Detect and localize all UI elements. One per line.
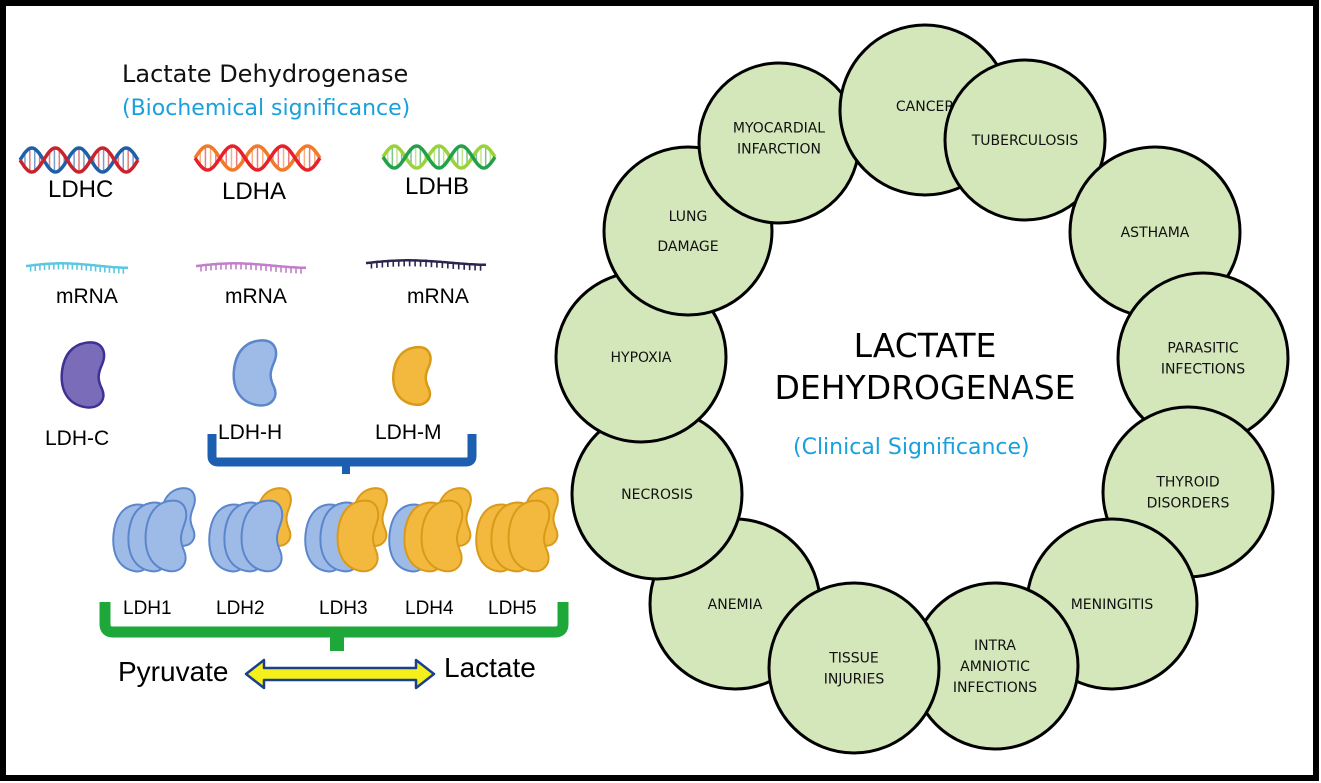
condition-tissue-injuries: TISSUE INJURIES (767, 581, 941, 755)
condition-label: DAMAGE (657, 239, 718, 255)
condition-label: LUNG (669, 209, 708, 225)
protein-subunit-icon (392, 345, 432, 407)
subunit-label-ldh-c: LDH-C (45, 427, 110, 450)
condition-label: TISSUE (828, 651, 879, 667)
isoenzyme-label-ldh4: LDH4 (405, 598, 454, 619)
left-title: Lactate Dehydrogenase (122, 60, 409, 88)
isoenzyme-ldh5 (475, 487, 559, 573)
condition-label: INTRA (974, 638, 1016, 654)
mrna-label: mRNA (56, 285, 118, 308)
subunit-label-ldh-m: LDH-M (375, 421, 442, 444)
mrna-label: mRNA (407, 285, 469, 308)
mrna-strand-icon (365, 259, 486, 271)
condition-circle (943, 58, 1107, 222)
isoenzyme-ldh1 (112, 487, 196, 573)
condition-label: MYOCARDIAL (733, 121, 825, 137)
reaction-product-lactate: Lactate (444, 652, 536, 683)
subunit-label-ldh-h: LDH-H (218, 421, 283, 444)
isoenzyme-label-ldh1: LDH1 (123, 598, 172, 619)
condition-label: INFECTIONS (1161, 362, 1245, 378)
m-subunit-icon (507, 499, 551, 573)
condition-label: THYROID (1155, 475, 1219, 491)
center-title: LACTATE DEHYDROGENASE (760, 325, 1090, 409)
condition-myocardial-infarction: MYOCARDIAL INFARCTION (697, 61, 861, 225)
dna-helix-icon (381, 144, 497, 170)
condition-label: TUBERCULOSIS (971, 133, 1079, 149)
gene-label-ldha: LDHA (222, 178, 287, 205)
condition-label: ASTHAMA (1121, 225, 1190, 241)
condition-label: INJURIES (824, 672, 885, 688)
protein-subunit-icon (232, 339, 278, 407)
green-bracket (99, 602, 569, 651)
protein-subunit-icon (60, 341, 106, 409)
h-subunit-icon (144, 499, 188, 573)
left-subtitle: (Biochemical significance) (122, 96, 411, 121)
gene-label-ldhb: LDHB (405, 173, 470, 200)
double-arrow-icon (244, 658, 436, 690)
center-title-line1: LACTATE (853, 326, 997, 365)
isoenzyme-ldh3 (304, 487, 388, 573)
isoenzyme-ldh4 (388, 487, 472, 573)
gene-label-ldhc: LDHC (48, 176, 114, 203)
isoenzyme-ldh2 (208, 487, 292, 573)
condition-label: CANCER (896, 99, 954, 115)
mrna-strand-icon (195, 262, 306, 274)
dna-helix-icon (193, 144, 322, 172)
condition-parasitic-infections: PARASITIC INFECTIONS (1116, 271, 1290, 445)
mrna-strand-icon (25, 262, 128, 274)
isoenzyme-label-ldh5: LDH5 (488, 598, 537, 619)
center-subtitle: (Clinical Significance) (793, 435, 1030, 460)
m-subunit-icon (420, 499, 464, 573)
dna-helix-icon (18, 146, 140, 174)
reaction-substrate-pyruvate: Pyruvate (118, 656, 229, 687)
condition-tuberculosis: TUBERCULOSIS (943, 58, 1107, 222)
condition-intra-amniotic-infections: INTRA AMNIOTIC INFECTIONS (910, 581, 1080, 751)
condition-label: NECROSIS (621, 487, 693, 503)
m-subunit-icon (336, 499, 380, 573)
condition-label: MENINGITIS (1071, 597, 1154, 613)
condition-necrosis: NECROSIS (570, 407, 744, 581)
condition-label: HYPOXIA (611, 350, 672, 366)
condition-circle (767, 581, 941, 755)
condition-label: ANEMIA (708, 597, 763, 613)
condition-label: INFARCTION (737, 142, 821, 158)
isoenzyme-tetramers (112, 487, 559, 573)
center-title-line2: DEHYDROGENASE (774, 368, 1076, 407)
blue-bracket (207, 434, 477, 474)
condition-label: INFECTIONS (953, 680, 1037, 696)
mrna-label: mRNA (225, 285, 287, 308)
h-subunit-icon (240, 499, 284, 573)
condition-label: DISORDERS (1147, 496, 1230, 512)
condition-label: AMNIOTIC (960, 659, 1030, 675)
condition-label: PARASITIC (1167, 341, 1239, 357)
isoenzyme-label-ldh2: LDH2 (216, 598, 265, 619)
isoenzyme-label-ldh3: LDH3 (319, 598, 368, 619)
